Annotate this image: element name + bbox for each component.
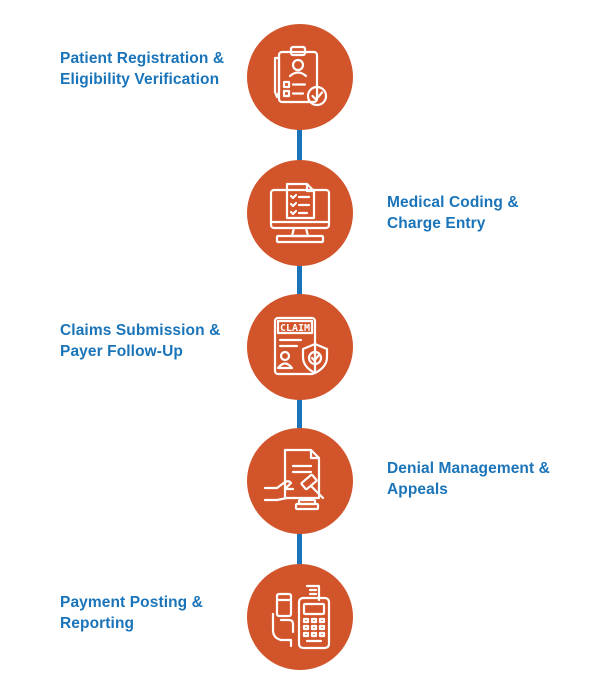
step-label-3: Claims Submission & Payer Follow-Up (60, 322, 221, 360)
step-label-4: Denial Management & Appeals (387, 460, 550, 498)
step-label-5: Payment Posting & Reporting (60, 594, 203, 632)
clipboard-check-icon (273, 45, 328, 107)
svg-text:CLAIM: CLAIM (280, 323, 310, 334)
step-circle-2 (247, 160, 353, 266)
step-circle-5 (247, 564, 353, 670)
card-payment-terminal-icon (271, 584, 331, 650)
claim-shield-icon: CLAIM (273, 316, 329, 376)
connector-line (297, 530, 302, 572)
step-label-1: Patient Registration & Eligibility Verif… (60, 50, 225, 88)
computer-checklist-icon (269, 182, 331, 244)
connector-line (297, 128, 302, 170)
step-circle-1 (247, 24, 353, 130)
step-label-2: Medical Coding & Charge Entry (387, 194, 519, 232)
connector-line (297, 262, 302, 302)
gavel-document-icon (263, 448, 325, 511)
step-circle-4 (247, 428, 353, 534)
step-circle-3: CLAIM (247, 294, 353, 400)
connector-line (297, 396, 302, 436)
